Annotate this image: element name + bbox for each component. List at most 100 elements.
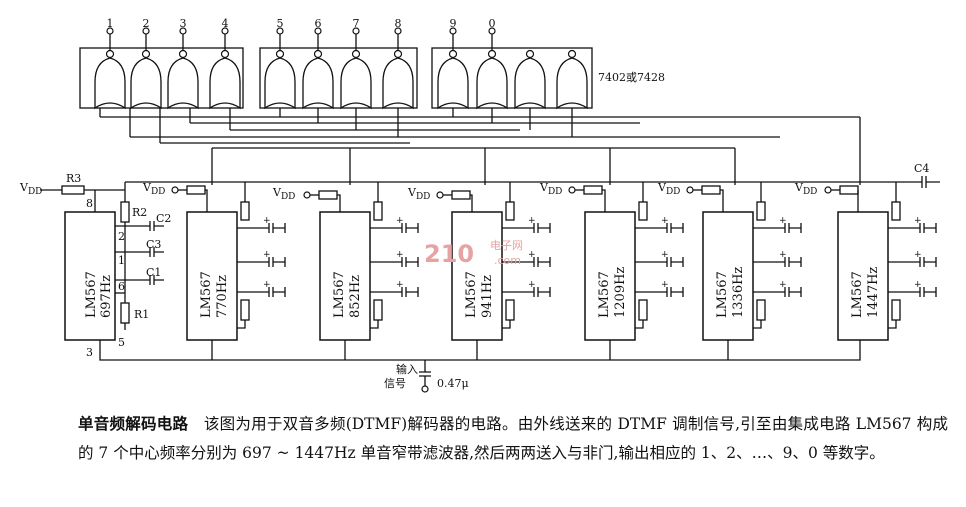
svg-text:+: + <box>661 250 669 260</box>
decoder-941-freq: 941Hz <box>480 275 495 318</box>
svg-text:VDD: VDD <box>794 181 817 197</box>
vdd-label-6: V <box>657 181 667 194</box>
decoder-peripheral: +++ <box>303 182 419 329</box>
caption-body: 该图为用于双音多频(DTMF)解码器的电路。由外线送来的 DTMF 调制信号,引… <box>78 415 948 462</box>
resistor <box>756 299 766 321</box>
decoder-697-name: LM567 <box>84 271 99 318</box>
nor-gates <box>94 27 588 110</box>
vdd-label-7: V <box>794 181 804 194</box>
nor-gate <box>382 27 414 110</box>
svg-text:+: + <box>528 250 536 260</box>
nor-bubble <box>525 49 535 59</box>
lm567-852hz: LM567 852Hz <box>319 211 371 341</box>
vdd-terminal <box>824 186 832 194</box>
decoder-peripheral: +++ <box>436 182 551 329</box>
lm567-1336hz: LM567 1336Hz <box>702 211 754 341</box>
nor-bubble <box>141 49 151 59</box>
decoder-1447-freq: 1447Hz <box>866 267 881 318</box>
svg-text:VDD: VDD <box>142 181 165 197</box>
svg-text:VDD: VDD <box>272 186 295 202</box>
watermark-url: .com <box>494 254 521 267</box>
decoder-peripheral: +++ <box>568 182 684 329</box>
svg-text:+: + <box>396 216 404 226</box>
output-terminal <box>394 27 402 35</box>
output-label-2: 2 <box>143 17 150 30</box>
vdd-terminal <box>303 191 311 199</box>
decoder-941-name: LM567 <box>464 271 479 318</box>
decoder-1336-freq: 1336Hz <box>731 267 746 318</box>
output-label-9: 9 <box>450 17 457 30</box>
r1-label: R1 <box>134 308 149 321</box>
nor-bubble <box>351 49 361 59</box>
nor-bubble <box>275 49 285 59</box>
svg-text:+: + <box>914 280 922 290</box>
output-terminal <box>221 27 229 35</box>
resistor <box>891 299 901 321</box>
nor-bubble <box>178 49 188 59</box>
decoder-peripheral: +++ <box>686 182 802 329</box>
lm567-697hz: LM567 697Hz <box>64 211 116 341</box>
resistor <box>373 299 383 321</box>
decoder-peripherals: ++++++++++++++++++ <box>171 182 937 329</box>
resistor <box>638 201 648 221</box>
svg-text:+: + <box>914 250 922 260</box>
lm567-770hz: LM567 770Hz <box>186 211 238 341</box>
caption-title: 单音频解码电路 <box>78 415 189 433</box>
lm567-decoders: LM567 697Hz LM567 770Hz LM567 852Hz LM56… <box>64 211 889 341</box>
resistor <box>839 185 859 195</box>
r3-label: R3 <box>66 172 81 185</box>
svg-text:VDD: VDD <box>19 181 42 197</box>
svg-text:+: + <box>779 250 787 260</box>
resistor <box>451 190 471 200</box>
nor-bubble <box>220 49 230 59</box>
vdd-label-4: V <box>407 186 417 199</box>
nor-gate <box>209 27 241 110</box>
capacitor-c4: C4 <box>905 162 940 188</box>
lm567-941hz: LM567 941Hz <box>451 211 503 341</box>
svg-text:VDD: VDD <box>657 181 680 197</box>
resistor-r3 <box>61 185 85 195</box>
vdd-sub-1: DD <box>28 187 42 197</box>
decoder-1-peripherals: VDD R3 8 R2 C2 2 C3 1 C1 6 R1 5 3 <box>19 172 171 359</box>
decoder-1209-freq: 1209Hz <box>613 267 628 318</box>
output-terminal <box>106 27 114 35</box>
svg-text:+: + <box>528 280 536 290</box>
svg-text:+: + <box>661 216 669 226</box>
decoder-1336-name: LM567 <box>715 271 730 318</box>
decoder-770-freq: 770Hz <box>215 275 230 318</box>
output-label-6: 6 <box>315 17 322 30</box>
decoder-peripheral: +++ <box>824 182 937 329</box>
resistor <box>186 185 206 195</box>
nor-gate <box>302 27 334 110</box>
resistor-r1 <box>120 302 130 324</box>
input-cap-label: 0.47μ <box>437 377 469 390</box>
nor-bubble <box>487 49 497 59</box>
output-label-5: 5 <box>277 17 284 30</box>
resistor <box>240 201 250 221</box>
input-label-line2: 信号 <box>384 377 406 390</box>
resistor <box>891 201 901 221</box>
nor-bubble <box>105 49 115 59</box>
lm567-1209hz: LM567 1209Hz <box>584 211 636 341</box>
watermark: 210 电子网 .com <box>424 239 523 268</box>
output-terminal <box>179 27 187 35</box>
c1-label: C1 <box>146 266 161 279</box>
decoder-770-name: LM567 <box>199 271 214 318</box>
resistor <box>756 201 766 221</box>
output-terminal <box>352 27 360 35</box>
pin-3-label: 3 <box>86 346 93 359</box>
decoder-1447-name: LM567 <box>850 271 865 318</box>
input-label-line1: 输入 <box>396 362 418 376</box>
c3-label: C3 <box>146 238 161 251</box>
decoder-697-freq: 697Hz <box>99 275 114 318</box>
pin-2-label: 2 <box>118 230 125 243</box>
c2-label: C2 <box>156 212 171 225</box>
output-label-7: 7 <box>353 17 360 30</box>
resistor <box>373 201 383 221</box>
vdd-terminal <box>686 186 694 194</box>
svg-text:LM567: LM567 <box>84 271 99 318</box>
decoder-peripheral: +++ <box>171 182 286 329</box>
vdd-label-2: V <box>142 181 152 194</box>
nor-gate <box>130 27 162 110</box>
output-label-1: 1 <box>107 17 114 30</box>
